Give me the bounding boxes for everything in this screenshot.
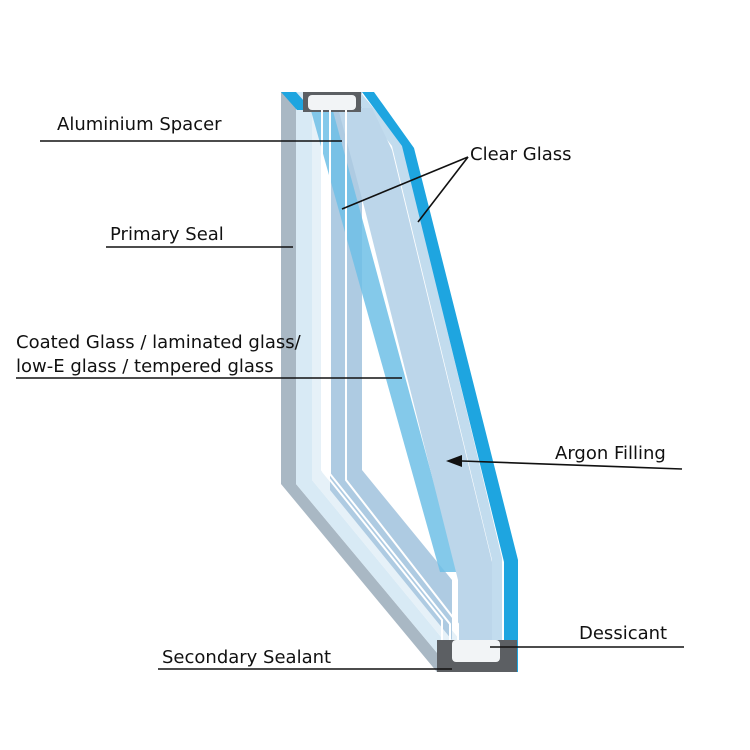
label-primary-seal: Primary Seal bbox=[110, 224, 224, 245]
aluminium-spacer-bottom bbox=[452, 640, 500, 662]
primary-seal-edge bbox=[281, 92, 453, 672]
spacer-line-2 bbox=[329, 110, 451, 640]
coated-glass-face bbox=[296, 92, 460, 672]
label-clear-glass: Clear Glass bbox=[470, 144, 572, 165]
label-coated-glass-line1: Coated Glass / laminated glass/ bbox=[16, 332, 302, 353]
label-secondary-sealant: Secondary Sealant bbox=[162, 647, 331, 668]
spacer-line-1 bbox=[321, 110, 443, 640]
leader-clear-glass-b bbox=[417, 156, 469, 223]
inner-face bbox=[312, 92, 460, 660]
label-coated-glass-line2: low-E glass / tempered glass bbox=[16, 356, 274, 377]
leader-argon-arrowhead bbox=[446, 455, 462, 467]
label-argon-filling: Argon Filling bbox=[555, 443, 666, 464]
clear-glass-pane bbox=[338, 108, 492, 660]
label-aluminium-spacer: Aluminium Spacer bbox=[57, 114, 222, 135]
leader-argon-filling bbox=[461, 460, 683, 470]
leader-clear-glass-a bbox=[341, 156, 469, 210]
aluminium-spacer-top-inner bbox=[308, 95, 356, 110]
label-dessicant: Dessicant bbox=[579, 623, 667, 644]
spacer-line-3 bbox=[345, 110, 459, 640]
